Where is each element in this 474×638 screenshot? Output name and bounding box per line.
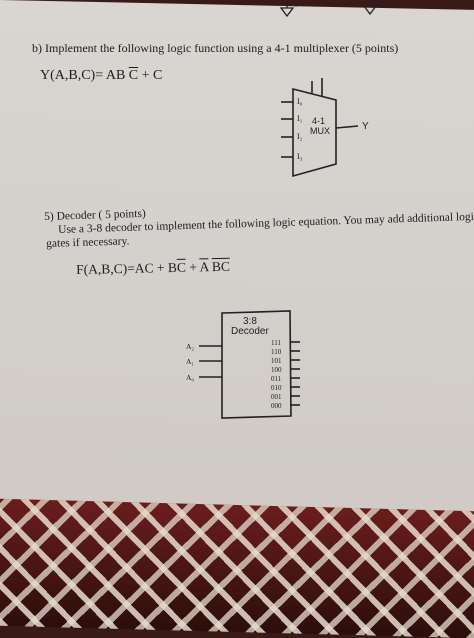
decoder-diagram <box>199 310 300 419</box>
decoder-input-a0: A₀ <box>186 373 194 382</box>
eq2-prefix: F(A,B,C)=AC + B <box>76 259 178 277</box>
mux-diagram <box>281 78 359 178</box>
ground-symbol-left-icon <box>279 0 306 18</box>
mux-output-label: Y <box>362 121 369 132</box>
mux-title-2: MUX <box>310 126 330 136</box>
decoder-output-000: 000 <box>271 402 282 410</box>
decoder-output-111: 111 <box>271 339 281 347</box>
decoder-output-011: 011 <box>271 375 282 383</box>
mux-input-2: I₂ <box>297 132 303 141</box>
eq1-bar-c: C <box>128 68 139 83</box>
decoder-output-110: 110 <box>271 348 282 356</box>
mux-title-1: 4-1 <box>312 116 325 126</box>
decoder-title-2: Decoder <box>231 326 269 337</box>
decoder-input-a2: A₂ <box>186 342 194 351</box>
eq1-prefix: Y(A,B,C)= AB <box>40 68 129 83</box>
mux-input-0: I₀ <box>297 97 303 106</box>
decoder-output-100: 100 <box>271 366 282 374</box>
question-b-equation: Y(A,B,C)= AB C + C <box>40 68 162 84</box>
eq2-bar-bc: BC <box>211 258 231 275</box>
eq2-mid: + <box>185 259 200 275</box>
question-5-equation: F(A,B,C)=AC + BC + A BC <box>76 259 230 278</box>
decoder-title-1: 3:8 <box>243 316 257 327</box>
mux-input-1: I₁ <box>297 114 303 123</box>
decoder-output-010: 010 <box>271 384 282 392</box>
ground-symbol-right-icon <box>362 0 389 16</box>
decoder-output-101: 101 <box>271 357 282 365</box>
mux-input-3: I₃ <box>297 152 303 161</box>
decoder-input-a1: A₁ <box>186 357 194 366</box>
eq2-bar-c: C <box>176 259 187 275</box>
question-b-prompt: b) Implement the following logic functio… <box>32 41 399 55</box>
eq1-suffix: + C <box>138 68 163 83</box>
decoder-output-001: 001 <box>271 393 282 401</box>
